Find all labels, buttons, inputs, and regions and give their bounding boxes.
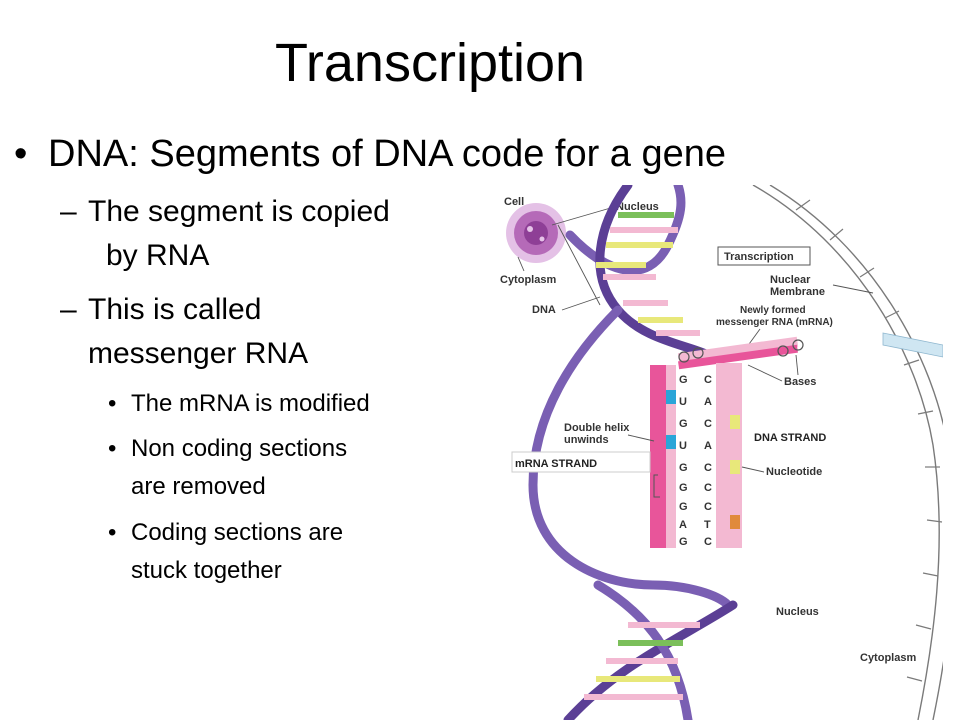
label-nuclear: Nuclear: [770, 274, 811, 286]
helix-rungs-top: [596, 212, 700, 336]
helix-rungs-bottom: [584, 622, 700, 700]
sub-sub-mrna-modified: The mRNA is modified: [131, 390, 370, 417]
dna-strand-column: [716, 363, 742, 548]
dna-base: T: [704, 519, 711, 531]
mrna-strand-column: [650, 365, 676, 548]
sub-sub-non-coding: Non coding sections: [131, 435, 348, 462]
sub-sub-marker: •: [108, 390, 117, 417]
dna-base: C: [704, 536, 712, 548]
label-messenger-rna: messenger RNA (mRNA): [716, 317, 833, 328]
label-cell: Cell: [504, 196, 524, 208]
transcription-diagram: Cell Nucleus Cytoplasm DNA Transcription…: [478, 185, 943, 720]
sub-sub-coding-stuck-cont: stuck together: [131, 557, 282, 584]
sub-sub-marker: •: [108, 519, 117, 546]
sub-bullet-messenger-rna-cont: messenger RNA: [88, 337, 309, 370]
nuclear-membrane: [752, 185, 943, 720]
mrna-base-letters: G U G U G G G A G: [679, 374, 688, 548]
mrna-base: U: [679, 396, 687, 408]
label-dna-strand: DNA STRAND: [754, 432, 826, 444]
mrna-base: G: [679, 482, 688, 494]
dna-helix: [528, 185, 738, 720]
label-cytoplasm-left: Cytoplasm: [500, 274, 556, 286]
label-cytoplasm-right: Cytoplasm: [860, 652, 916, 664]
sub-bullet-messenger-rna: This is called: [88, 293, 262, 326]
label-bases: Bases: [784, 376, 816, 388]
bullet-dna-segments: DNA: Segments of DNA code for a gene: [48, 133, 727, 175]
label-nucleotide: Nucleotide: [766, 466, 822, 478]
cell-icon: [506, 203, 566, 263]
mrna-base: A: [679, 519, 687, 531]
dash-marker: –: [60, 195, 77, 228]
sub-sub-marker: •: [108, 435, 117, 462]
sub-bullet-segment-copied: The segment is copied: [88, 195, 390, 228]
dna-base: C: [704, 482, 712, 494]
dna-base: A: [704, 396, 712, 408]
unwinding-arms: [677, 336, 799, 370]
dna-base: C: [704, 418, 712, 430]
sub-sub-coding-stuck: Coding sections are: [131, 519, 344, 546]
dna-base: C: [704, 462, 712, 474]
label-double-helix: Double helix: [564, 422, 630, 434]
label-mrna-strand: mRNA STRAND: [515, 458, 597, 470]
bullet-marker: •: [14, 133, 28, 175]
label-transcription: Transcription: [724, 251, 794, 263]
mrna-base: G: [679, 536, 688, 548]
label-unwinds: unwinds: [564, 434, 609, 446]
mrna-base: G: [679, 374, 688, 386]
mrna-base: G: [679, 418, 688, 430]
dna-base: C: [704, 374, 712, 386]
label-membrane: Membrane: [770, 286, 825, 298]
membrane-pore: [882, 332, 943, 358]
free-bases: [678, 339, 804, 363]
transcription-box: [717, 246, 811, 266]
dna-base-letters: C A C A C C C T C: [704, 374, 712, 548]
slide-title: Transcription: [274, 33, 586, 93]
label-dna: DNA: [532, 304, 556, 316]
dash-marker: –: [60, 293, 77, 326]
dna-base: A: [704, 440, 712, 452]
label-nucleus-top: Nucleus: [616, 201, 659, 213]
mrna-base: G: [679, 501, 688, 513]
membrane-segments: [795, 199, 943, 682]
mrna-base: U: [679, 440, 687, 452]
mrna-strand-label-box: [511, 451, 651, 473]
label-nucleus-bottom: Nucleus: [776, 606, 819, 618]
sub-sub-non-coding-cont: are removed: [131, 473, 266, 500]
label-newly-formed: Newly formed: [740, 305, 806, 316]
sub-bullet-segment-copied-cont: by RNA: [106, 239, 210, 272]
dna-base: C: [704, 501, 712, 513]
mrna-base: G: [679, 462, 688, 474]
